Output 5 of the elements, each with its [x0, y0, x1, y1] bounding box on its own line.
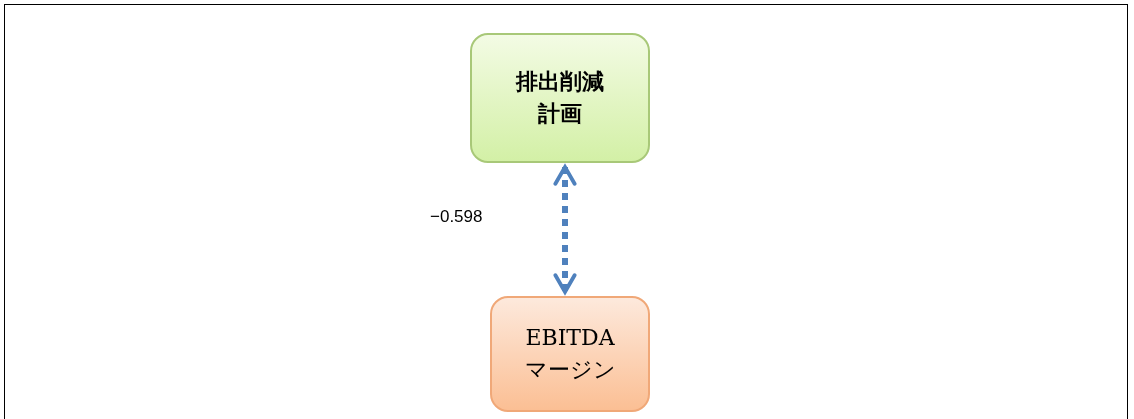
process-box — [470, 33, 650, 163]
process-box — [490, 296, 650, 412]
double-arrow — [553, 165, 577, 294]
node-label: EBITDA マージン — [523, 324, 617, 384]
node-label: 排出削減計画 — [514, 68, 605, 128]
